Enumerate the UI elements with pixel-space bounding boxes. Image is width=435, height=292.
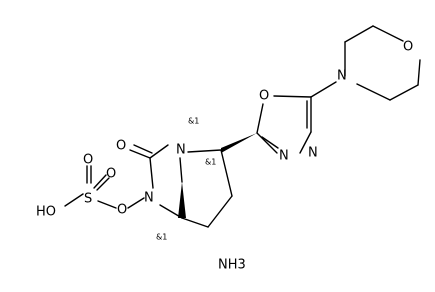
morpholine-oxadiazole-bond <box>310 81 337 98</box>
stereo-tag-c5: &1 <box>156 233 167 242</box>
bicyclic-core <box>129 144 233 228</box>
bridgehead-nitrogen-label: N <box>176 143 186 158</box>
c2-wedge-bond <box>221 133 257 153</box>
oxadiazole-nitrogen-1-label: N <box>308 146 318 161</box>
ammonia-counterion-label: NH3 <box>218 258 246 273</box>
oxadiazole-oxygen-label: O <box>259 89 269 104</box>
sulfonyl-oxygen-top-label: O <box>83 153 93 168</box>
oxadiazole-nitrogen-2-label: N <box>279 149 289 164</box>
morpholine-nitrogen-label: N <box>337 69 347 84</box>
hydroxy-label: HO <box>36 205 56 220</box>
n-oxy-oxygen-label: O <box>117 203 127 218</box>
sulfate-group <box>64 165 145 209</box>
sulfur-label: S <box>84 192 92 207</box>
stereo-tag-c2: &1 <box>205 158 216 167</box>
carbonyl-oxygen-label: O <box>116 139 126 154</box>
stereo-tag-bridge-n: &1 <box>188 117 199 126</box>
sulfonyl-oxygen-right-label: O <box>106 167 116 182</box>
morpholine-oxygen-label: O <box>403 40 413 55</box>
oxadiazole-ring <box>256 95 312 154</box>
morpholine-ring <box>344 25 421 101</box>
urea-nitrogen-label: N <box>144 191 154 206</box>
